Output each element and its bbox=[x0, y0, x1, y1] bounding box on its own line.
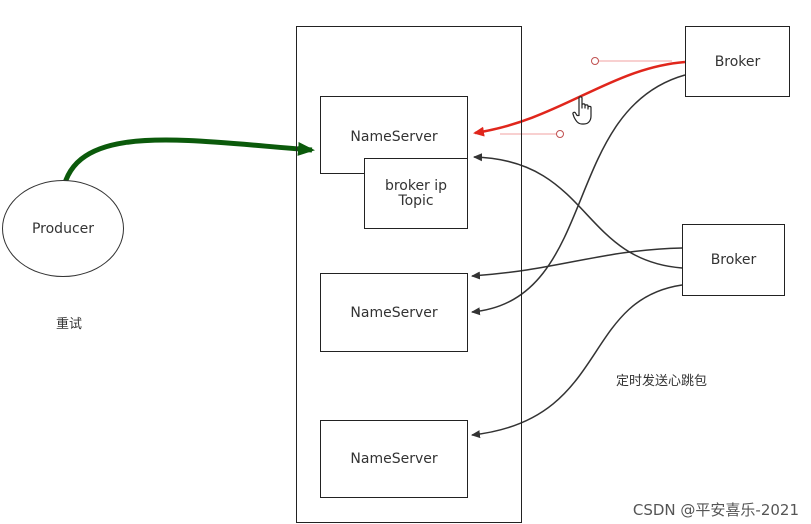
broker2-to-nameserver3-arrow bbox=[471, 284, 683, 439]
broker-1-label: Broker bbox=[714, 53, 761, 70]
broker2-to-nameserver1-arrow bbox=[473, 153, 683, 269]
broker1-to-nameserver1-arrow bbox=[473, 60, 686, 137]
broker-info-line1: broker ip bbox=[384, 177, 448, 194]
nameserver-2-label: NameServer bbox=[350, 304, 438, 321]
nameserver-3-label: NameServer bbox=[350, 451, 438, 467]
broker-2-label: Broker bbox=[710, 252, 757, 268]
selection-handle-bottom-dot bbox=[556, 130, 564, 138]
producer-to-nameserver-arrow bbox=[59, 137, 315, 198]
nameserver-1-label: NameServer bbox=[350, 129, 438, 145]
broker1-to-nameserver2-arrow bbox=[471, 74, 686, 316]
heartbeat-label: 定时发送心跳包 bbox=[616, 374, 708, 389]
broker-info-box: broker ip Topic bbox=[364, 158, 468, 229]
broker-info-line2: Topic bbox=[398, 192, 434, 209]
nameserver-cluster-container bbox=[296, 26, 522, 523]
retry-label: 重试 bbox=[56, 317, 83, 332]
watermark: CSDN @平安喜乐-2021 bbox=[632, 501, 799, 519]
nameserver-3: NameServer bbox=[320, 420, 468, 498]
producer-label: Producer bbox=[31, 220, 95, 237]
broker-1: Broker bbox=[685, 26, 790, 97]
hand-pointer-icon bbox=[572, 96, 592, 125]
nameserver-2: NameServer bbox=[320, 273, 468, 352]
broker-2: Broker bbox=[682, 224, 785, 296]
producer-node: Producer bbox=[2, 180, 124, 277]
selection-handle-top-dot bbox=[591, 57, 599, 65]
broker2-to-nameserver2-arrow bbox=[471, 247, 683, 280]
